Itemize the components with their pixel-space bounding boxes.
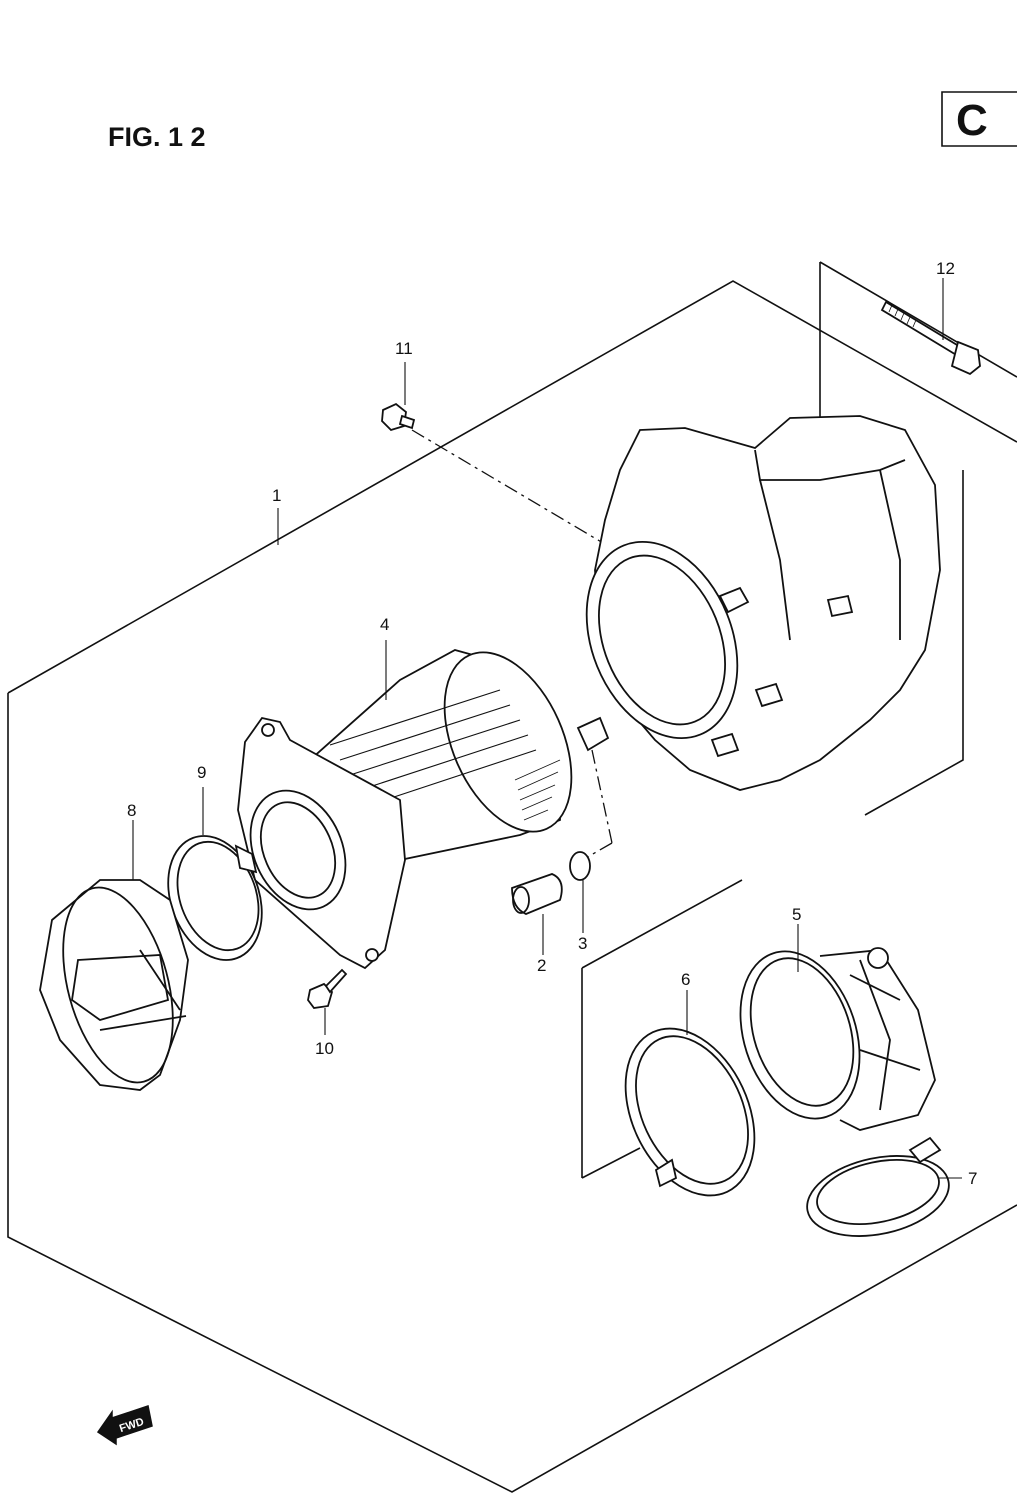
forward-arrow-icon: FWD: [96, 1405, 153, 1446]
callout-4: 4: [380, 615, 389, 634]
screw-11: [381, 362, 604, 544]
figure-title: FIG. 1 2: [108, 122, 206, 152]
intake-boot-5: [739, 924, 936, 1131]
callout-1: 1: [272, 486, 281, 505]
section-tag: C: [941, 91, 1017, 147]
bolt-12: [880, 278, 981, 376]
callout-3: 3: [578, 934, 587, 953]
callout-10: 10: [315, 1039, 334, 1058]
subassembly-outline-bottom: [581, 879, 743, 1179]
clip-3: [569, 851, 591, 933]
callout-9: 9: [197, 763, 206, 782]
callout-2: 2: [537, 956, 546, 975]
filter-element-4: [237, 640, 573, 970]
callout-5: 5: [792, 905, 801, 924]
callout-8: 8: [127, 801, 136, 820]
air-cleaner-case: [576, 415, 941, 859]
callout-11: 11: [395, 339, 413, 358]
intake-duct-8: [39, 820, 189, 1091]
clamp-9: [167, 787, 263, 961]
callout-12: 12: [936, 259, 955, 278]
clamp-6: [624, 990, 756, 1197]
assembly-outline: [7, 280, 1017, 1493]
screw-10: [307, 968, 348, 1035]
clamp-7: [806, 1136, 962, 1237]
section-tag-letter: C: [956, 96, 988, 145]
drain-cap-2: [511, 873, 563, 955]
callout-6: 6: [681, 970, 690, 989]
callout-7: 7: [968, 1169, 977, 1188]
